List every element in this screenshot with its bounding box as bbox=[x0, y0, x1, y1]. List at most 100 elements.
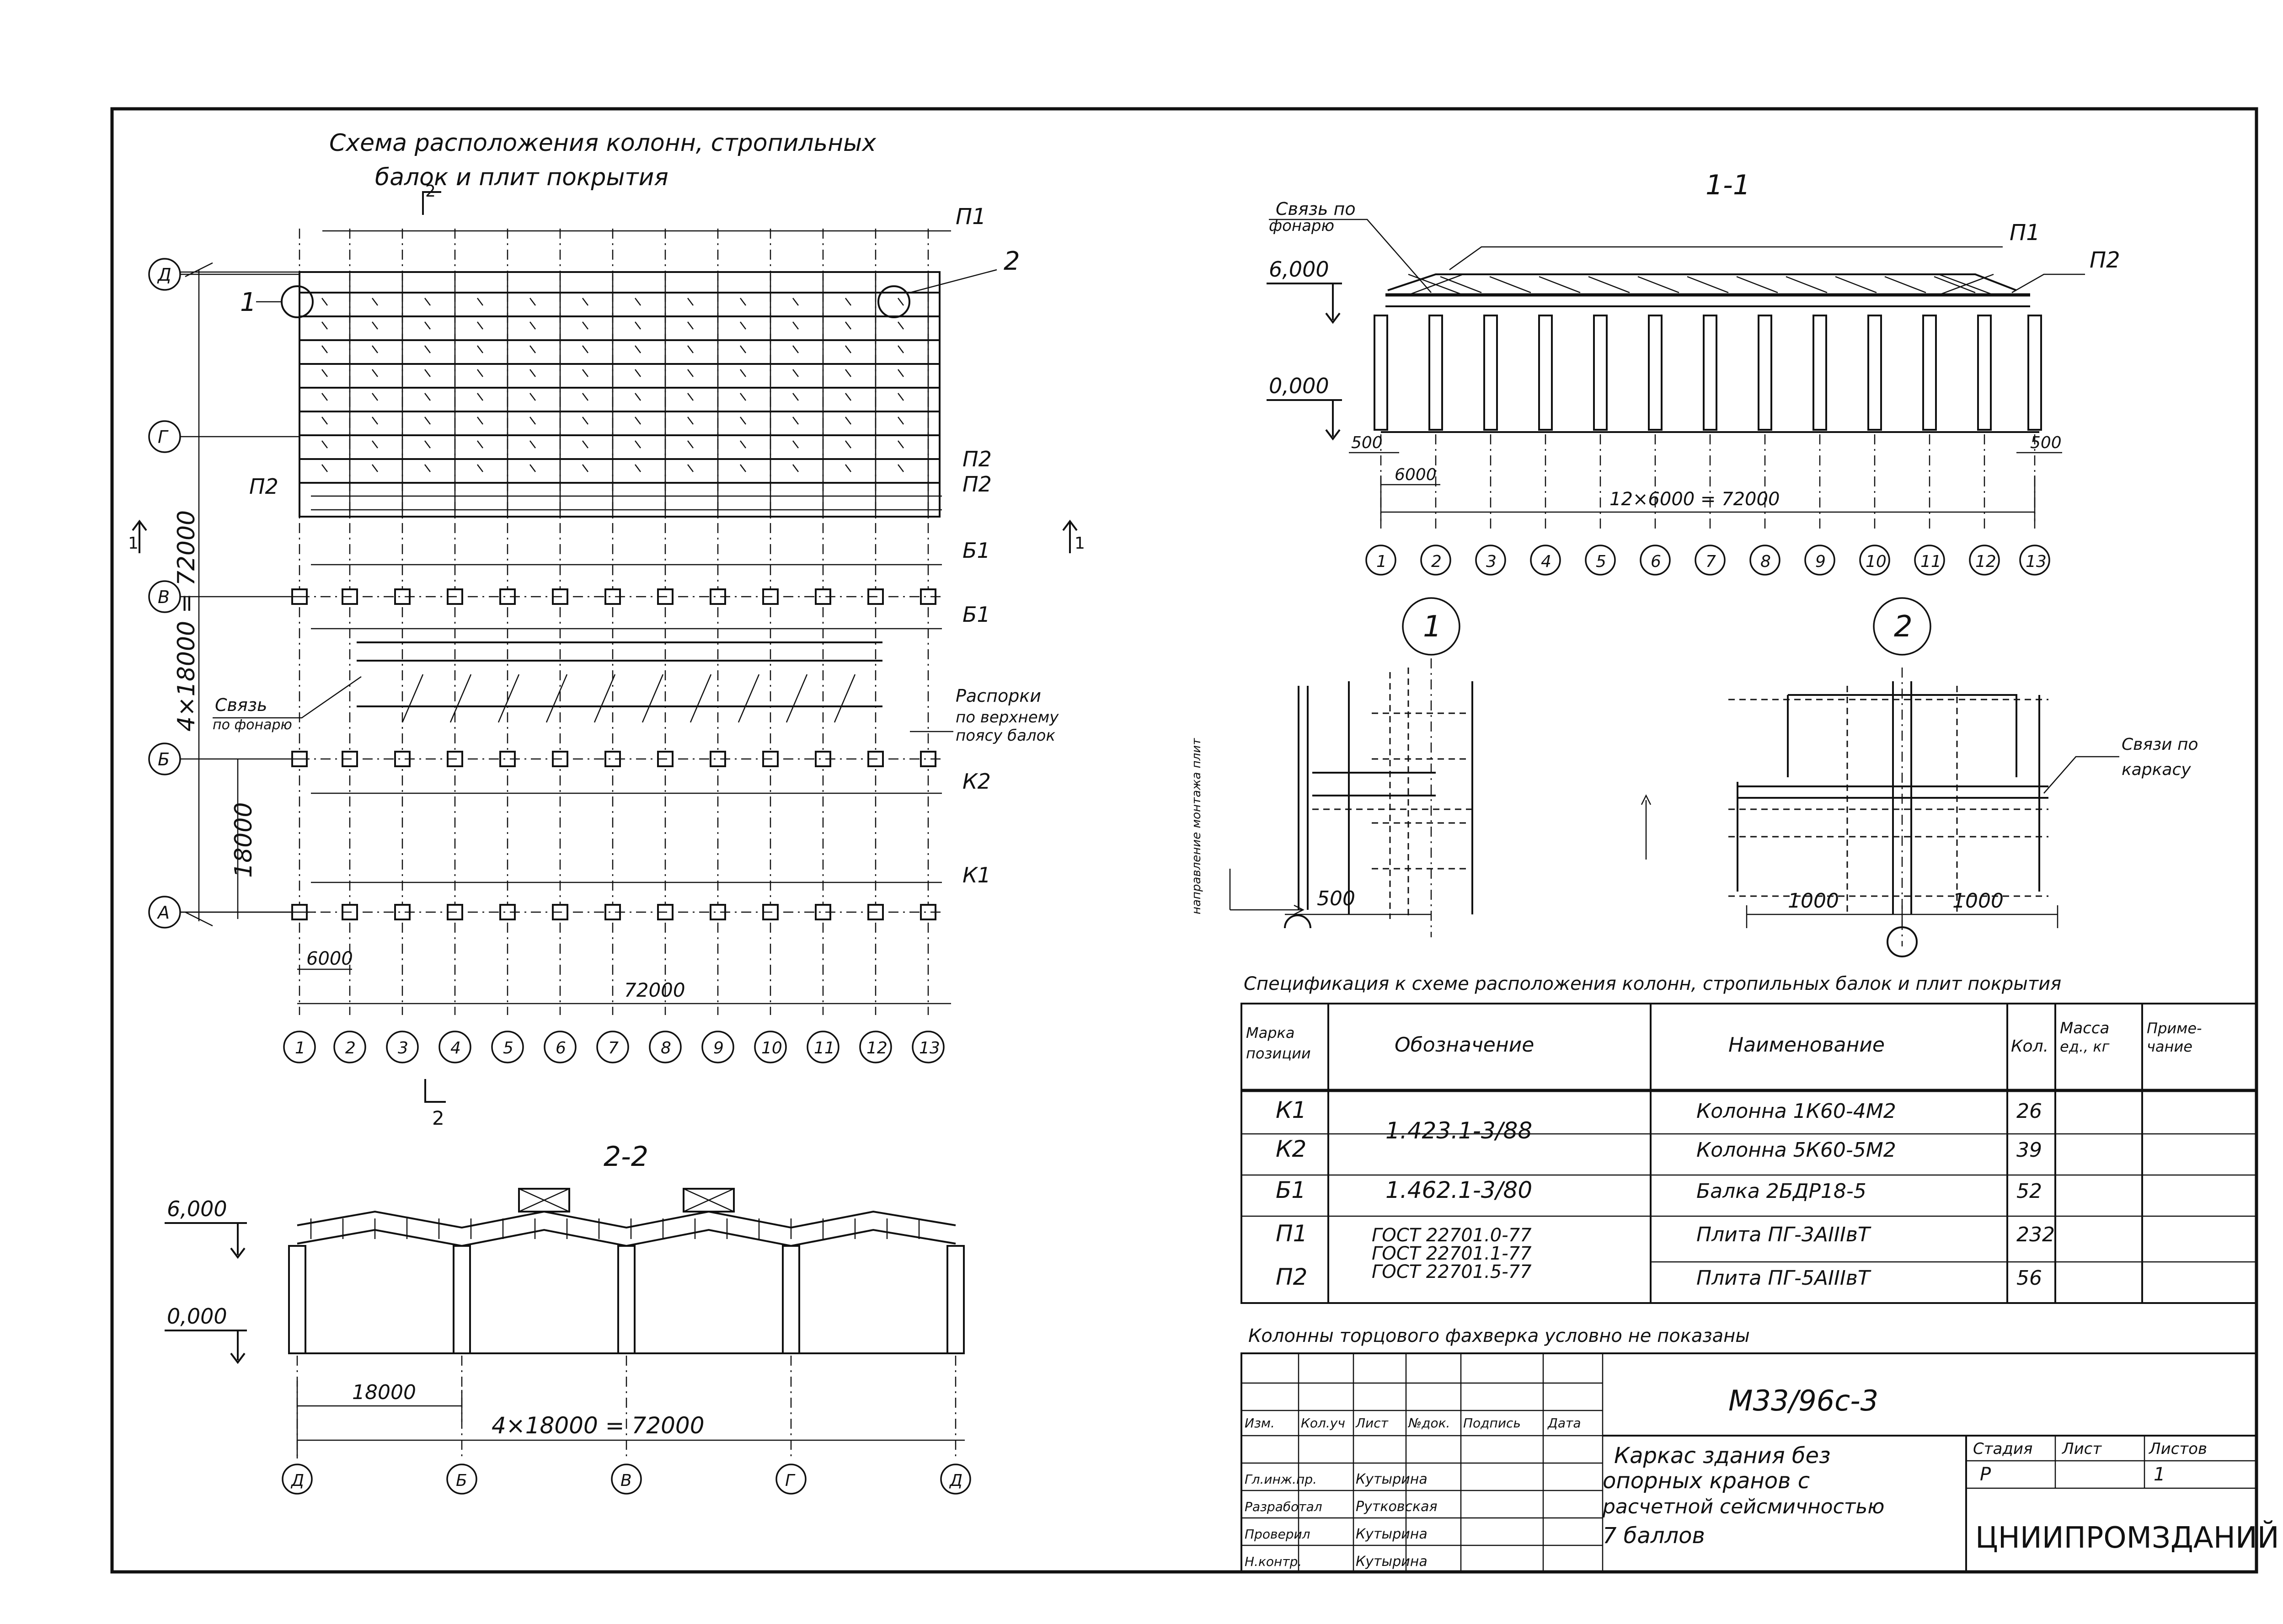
plan-mark-p2b: П2 bbox=[962, 472, 992, 497]
slab-tick bbox=[898, 464, 904, 472]
s22-column bbox=[946, 1245, 965, 1354]
spec-row-qty: 52 bbox=[2016, 1180, 2042, 1203]
slab-tick bbox=[424, 369, 431, 377]
slab-tick bbox=[898, 417, 904, 425]
plan-view: Схема расположения колонн, стропильных б… bbox=[128, 129, 1085, 1129]
plan-mark-k1: К1 bbox=[962, 863, 991, 887]
plan-axis-number-bubble bbox=[701, 1031, 734, 1063]
plan-axis-number-bubble bbox=[438, 1031, 471, 1063]
s11-axis-number: 1 bbox=[1376, 552, 1387, 571]
node-1-bubble bbox=[1402, 597, 1460, 656]
node-1-note-side: направление монтажа плит bbox=[1190, 738, 1203, 914]
slab-tick bbox=[529, 298, 536, 306]
s11-axis-bubble bbox=[1530, 545, 1561, 576]
section-22-level-top: 6,000 bbox=[167, 1197, 227, 1221]
plan-mark-b1b: Б1 bbox=[962, 602, 990, 627]
s22-column bbox=[288, 1245, 306, 1354]
slab-tick bbox=[372, 440, 378, 449]
lantern-strut bbox=[690, 674, 712, 723]
plan-axis-number-bubble bbox=[807, 1031, 839, 1063]
plan-axis-number: 1 bbox=[295, 1039, 305, 1058]
s11-axis-number: 11 bbox=[1920, 552, 1941, 571]
s22-lantern-tie bbox=[683, 1188, 734, 1213]
plan-axis-number: 4 bbox=[450, 1039, 461, 1058]
plan-lantern-zone bbox=[357, 641, 882, 723]
s11-axis-bubble bbox=[1420, 545, 1451, 576]
tb-role: Разработал bbox=[1245, 1499, 1322, 1514]
s11-rafter bbox=[1934, 276, 1976, 294]
titleblock-doc-title-2: опорных кранов с bbox=[1603, 1468, 1810, 1494]
titleblock-org: ЦНИИПРОМЗДАНИЙ bbox=[1975, 1520, 2279, 1555]
s11-rafter bbox=[1440, 276, 1482, 294]
tb-header-col: Кол.уч bbox=[1301, 1416, 1345, 1431]
slab-tick bbox=[687, 345, 694, 353]
s22-column bbox=[617, 1245, 636, 1354]
plan-axis-number-bubble bbox=[283, 1031, 316, 1063]
slab-tick bbox=[898, 298, 904, 306]
s22-axis-bubble bbox=[282, 1464, 313, 1495]
slab-tick bbox=[792, 298, 799, 306]
spec-row-name: Балка 2БДР18-5 bbox=[1696, 1180, 1866, 1203]
plan-dim-length: 72000 bbox=[624, 979, 685, 1001]
slab-tick bbox=[792, 440, 799, 449]
lantern-strut bbox=[545, 674, 568, 723]
s11-column bbox=[2027, 315, 2042, 431]
s11-column bbox=[1758, 315, 1772, 431]
slab-tick bbox=[529, 393, 536, 401]
plan-axis-number: 9 bbox=[713, 1039, 724, 1058]
s11-rafter bbox=[1835, 276, 1877, 294]
slab-tick bbox=[477, 321, 483, 330]
s22-axis-bubble bbox=[775, 1464, 807, 1495]
spec-header-qty: Кол. bbox=[2011, 1037, 2048, 1056]
tb-header-col: Лист bbox=[1355, 1416, 1389, 1431]
tb-name: Рутковская bbox=[1356, 1499, 1438, 1515]
slab-tick bbox=[477, 464, 483, 472]
slab-tick bbox=[635, 345, 641, 353]
s22-lantern-tie bbox=[519, 1188, 570, 1213]
section-11-level-zero: 0,000 bbox=[1269, 374, 1329, 398]
section-11-mark-p2: П2 bbox=[2090, 247, 2120, 273]
spec-row-name: Плита ПГ-5АIIIвТ bbox=[1696, 1266, 1871, 1290]
s11-axis-number: 3 bbox=[1486, 552, 1497, 571]
section-11-level-top-mark bbox=[1267, 283, 1342, 324]
slab-tick bbox=[687, 417, 694, 425]
node-2-hidden bbox=[1728, 686, 2048, 914]
s11-axis-number: 7 bbox=[1706, 552, 1716, 571]
s11-axis-number: 12 bbox=[1975, 552, 1996, 571]
s11-rafter bbox=[1786, 276, 1828, 294]
titleblock-code: М33/96с-3 bbox=[1728, 1384, 1878, 1417]
plan-axis-number: 2 bbox=[345, 1039, 356, 1058]
plan-axis-letter: В bbox=[158, 587, 170, 607]
slab-tick bbox=[424, 345, 431, 353]
spec-row-name: Колонна 5К60-5М2 bbox=[1696, 1138, 1896, 1162]
s11-tie bbox=[1408, 273, 1464, 296]
spec-row-mark: К2 bbox=[1276, 1136, 1306, 1162]
slab-tick bbox=[529, 321, 536, 330]
slab-tick bbox=[529, 417, 536, 425]
lantern-strut bbox=[593, 674, 616, 723]
spec-row-mark: Б1 bbox=[1276, 1177, 1306, 1203]
titleblock-doc-title-1: Каркас здания без bbox=[1614, 1443, 1831, 1469]
s11-column bbox=[1428, 315, 1443, 431]
plan-callout-1: 1 bbox=[240, 288, 257, 317]
node-2-dim-right: 1000 bbox=[1952, 889, 2004, 913]
s11-axis-bubble bbox=[1585, 545, 1616, 576]
section-11-title: 1-1 bbox=[1706, 169, 1750, 201]
node-2-detail: 2 Связи по каркасу 1000 1000 bbox=[1641, 597, 2198, 957]
slab-tick bbox=[321, 369, 328, 377]
slab-tick bbox=[424, 464, 431, 472]
s11-axis-bubble bbox=[1914, 545, 1945, 576]
s11-rafter bbox=[1687, 276, 1729, 294]
tb-role: Н.контр. bbox=[1245, 1554, 1302, 1569]
plan-axis-letter-bubble bbox=[148, 258, 181, 291]
slab-tick bbox=[477, 345, 483, 353]
slab-tick bbox=[687, 464, 694, 472]
s22-lantern bbox=[683, 1188, 735, 1213]
section-11-dim-left: 500 bbox=[1351, 433, 1383, 452]
section-22-dim-span: 18000 bbox=[352, 1381, 416, 1404]
s22-lantern bbox=[518, 1188, 570, 1213]
slab-tick bbox=[635, 393, 641, 401]
s11-axis-bubble bbox=[1804, 545, 1835, 576]
node-2-number: 2 bbox=[1894, 610, 1913, 644]
section-marker-1-right-label: 1 bbox=[1075, 534, 1085, 553]
